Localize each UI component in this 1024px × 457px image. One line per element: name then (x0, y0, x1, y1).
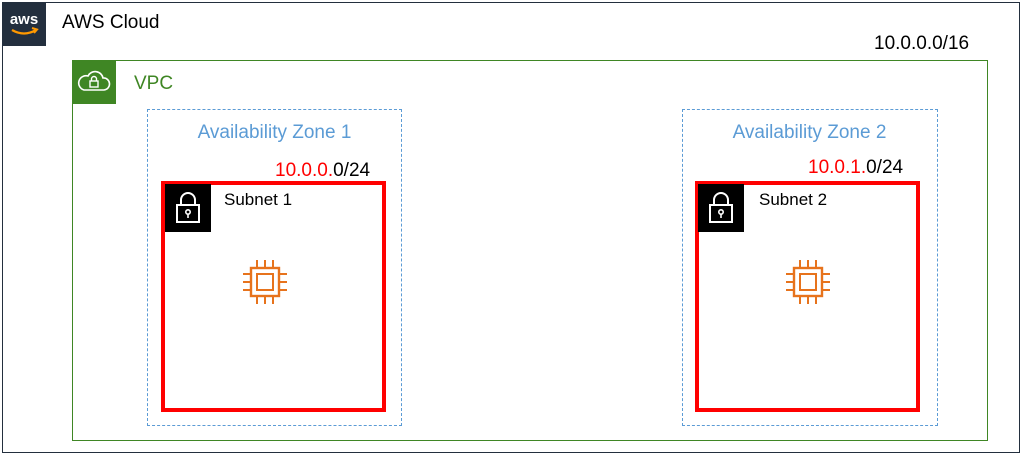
availability-zone-1 (147, 109, 402, 426)
vpc-cidr-label: 10.0.0.0/16 (874, 33, 970, 54)
aws-logo-icon: aws (2, 2, 46, 46)
subnet-2-cidr-rest: 0/24 (866, 157, 904, 178)
lock-icon (698, 184, 744, 232)
subnet-2-cidr: 10.0.1.0/24 (808, 157, 903, 179)
aws-logo-text: aws (10, 11, 38, 28)
lock-icon (165, 184, 211, 232)
subnet-1 (161, 181, 386, 412)
subnet-1-cidr-highlight: 10.0.0. (275, 160, 334, 181)
vpc-group (72, 60, 988, 441)
ec2-instance-chip-icon (783, 257, 833, 307)
ec2-instance-chip-icon (240, 257, 290, 307)
availability-zone-2-label: Availability Zone 2 (732, 122, 887, 143)
availability-zone-2 (682, 109, 938, 426)
availability-zone-1-label: Availability Zone 1 (197, 122, 352, 143)
subnet-2 (695, 181, 920, 412)
subnet-2-name: Subnet 2 (759, 190, 828, 209)
vpc-label: VPC (134, 73, 174, 94)
subnet-1-cidr-rest: 0/24 (333, 160, 371, 181)
vpc-cloud-lock-icon (72, 60, 116, 104)
subnet-1-name: Subnet 1 (224, 190, 293, 209)
aws-cloud-label: AWS Cloud (62, 12, 160, 33)
subnet-2-cidr-highlight: 10.0.1. (808, 157, 867, 178)
subnet-1-cidr: 10.0.0.0/24 (275, 160, 370, 182)
